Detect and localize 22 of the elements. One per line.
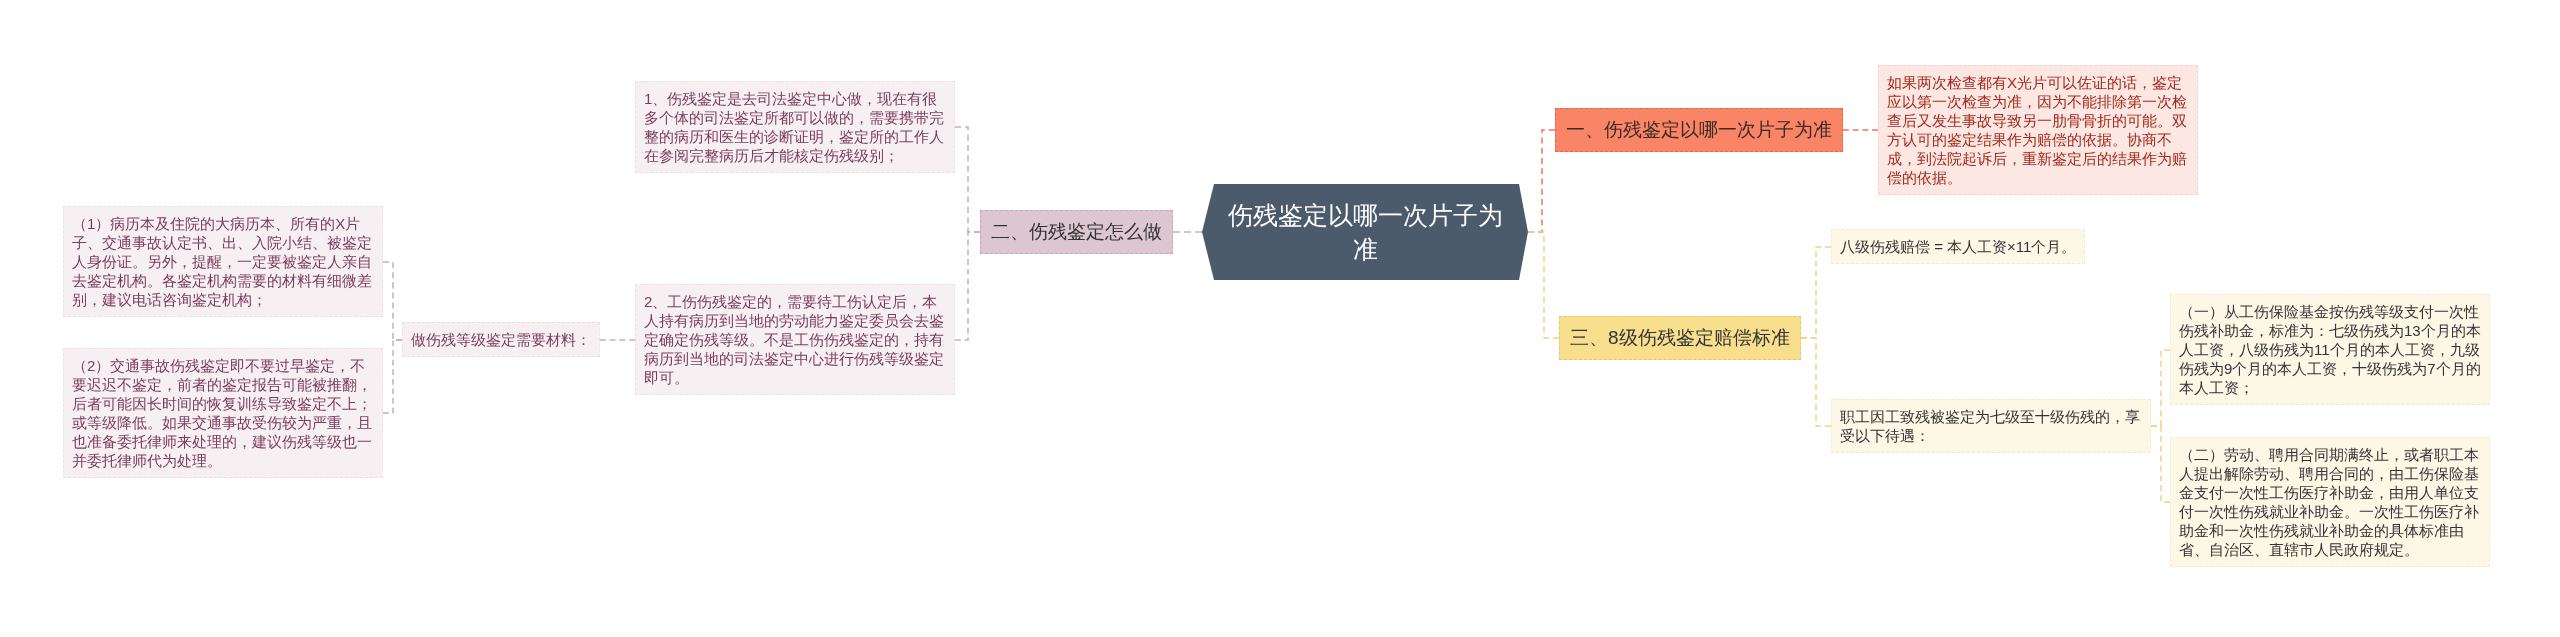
note-box: （二）劳动、聘用合同期满终止，或者职工本人提出解除劳动、聘用合同的，由工伤保险基金支付一次性工伤医疗补助金，由用人单位支付一次性伤残就业补助金。一次性工伤医疗补助金和一次性伤残就业补助金的具体标准由省、自治区、直辖市人民政府规定。 bbox=[2170, 437, 2490, 567]
connector-line bbox=[599, 339, 636, 341]
connector-line bbox=[1842, 129, 1879, 131]
note-box: （1）病历本及住院的大病历本、所有的X片子、交通事故认定书、出、入院小结、被鉴定人身份证。另外，提醒，一定要被鉴定人亲自去鉴定机构。各鉴定机构需要的材料有细微差别，建议电话咨询鉴定机构； bbox=[63, 206, 383, 317]
branch-topic-box: 三、8级伤残鉴定赔偿标准 bbox=[1559, 316, 1801, 360]
note-box: 如果两次检查都有X光片可以佐证的话，鉴定应以第一次检查为准，因为不能排除第一次检查后又发生事故导致另一肋骨骨折的可能。双方认可的鉴定结果作为赔偿的依据。协商不成，到法院起诉后，重新鉴定后的结果作为赔偿的依据。 bbox=[1878, 65, 2198, 195]
connector-line bbox=[954, 231, 981, 341]
note-box: 八级伤残赔偿 = 本人工资×11个月。 bbox=[1831, 229, 2086, 264]
connector-line bbox=[1800, 337, 1832, 427]
note-box: 职工因工致残被鉴定为七级至十级伤残的，享受以下待遇： bbox=[1831, 399, 2151, 453]
connector-line bbox=[1527, 231, 1560, 339]
note-box: 1、伤残鉴定是去司法鉴定中心做，现在有很多个体的司法鉴定所都可以做的，需要携带完整的病历和医生的诊断证明，鉴定所的工作人在参阅完整病历后才能核定伤残级别； bbox=[635, 81, 955, 173]
branch-topic-box: 二、伤残鉴定怎么做 bbox=[980, 210, 1173, 254]
note-box: 做伤残等级鉴定需要材料： bbox=[402, 322, 600, 357]
branch-topic-box: 一、伤残鉴定以哪一次片子为准 bbox=[1555, 108, 1843, 152]
central-topic-hexagon: 伤残鉴定以哪一次片子为准 bbox=[1202, 184, 1528, 280]
connector-line bbox=[2150, 425, 2171, 503]
connector-line bbox=[382, 339, 403, 414]
note-box: 2、工伤伤残鉴定的，需要待工伤认定后，本人持有病历到当地的劳动能力鉴定委员会去鉴定确定伤残等级。不是工伤伤残鉴定的，持有病历到当地的司法鉴定中心进行伤残等级鉴定即可。 bbox=[635, 284, 955, 395]
note-box: （2）交通事故伤残鉴定即不要过早鉴定，不要迟迟不鉴定，前者的鉴定报告可能被推翻，后者可能因长时间的恢复训练导致鉴定不上；或等级降低。如果交通事故受伤较为严重，且也准备委托律师来处理的，建议伤残等级也一并委托律师代为处理。 bbox=[63, 348, 383, 478]
connector-line bbox=[1172, 231, 1203, 233]
note-box: （一）从工伤保险基金按伤残等级支付一次性伤残补助金，标准为：七级伤残为13个月的本人工资，八级伤残为11个月的本人工资，九级伤残为9个月的本人工资，十级伤残为7个月的本人工资； bbox=[2170, 294, 2490, 405]
